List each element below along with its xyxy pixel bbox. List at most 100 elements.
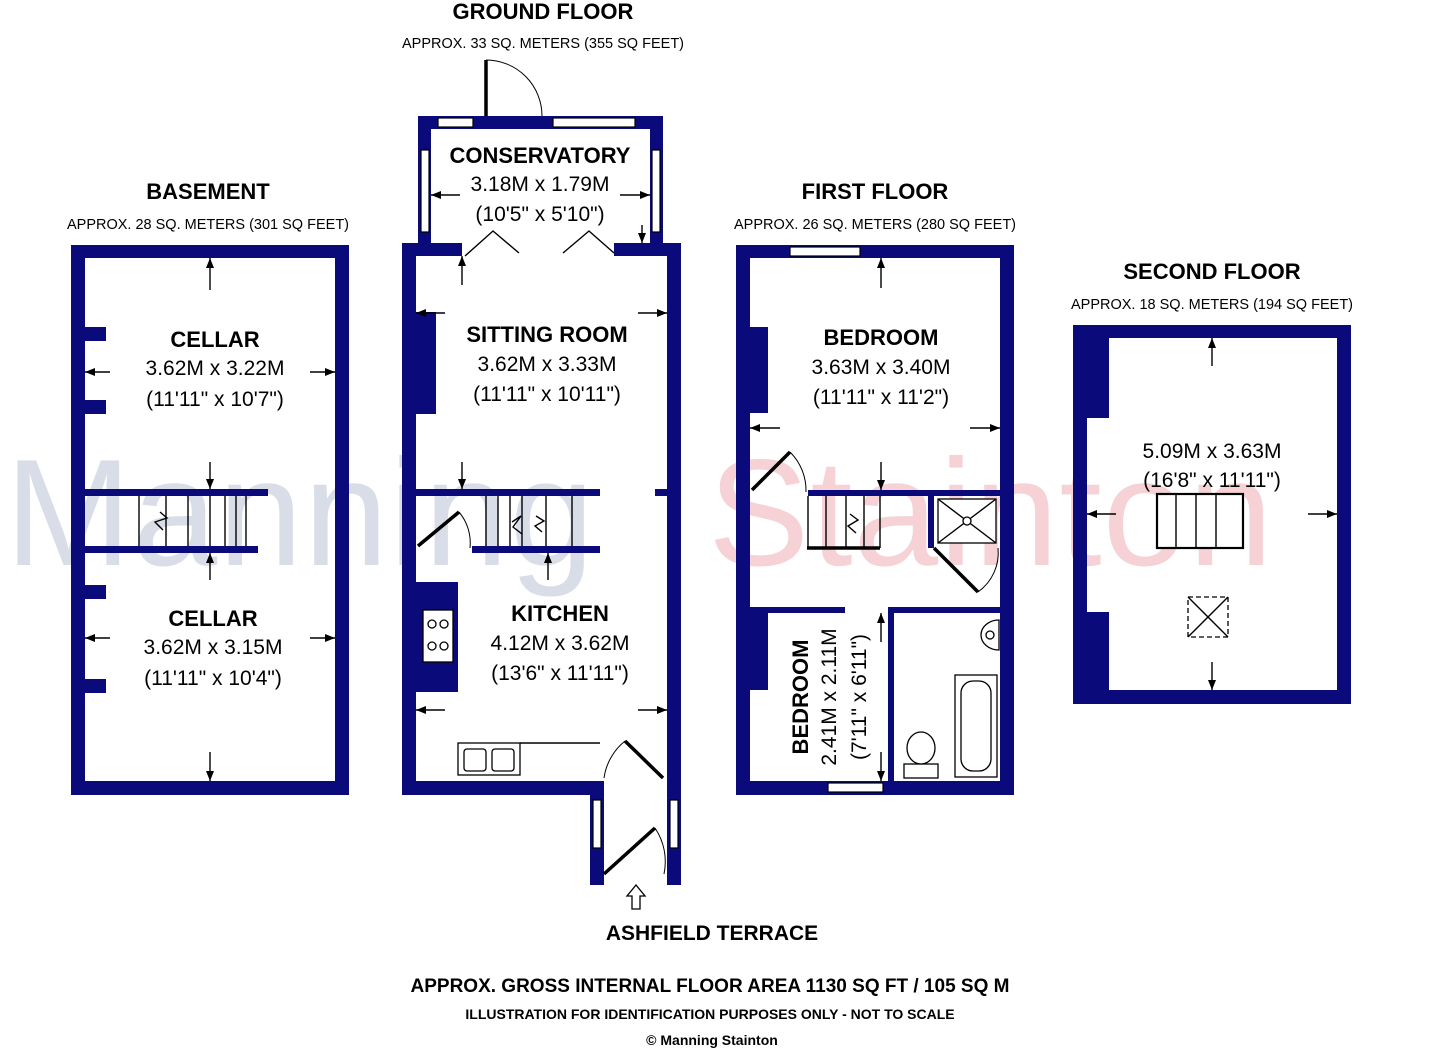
second-floor-approx: APPROX. 18 SQ. METERS (194 SQ FEET)	[1071, 297, 1353, 313]
small-bedroom-window	[827, 782, 884, 793]
basement-wall-left	[71, 245, 85, 795]
ground-wall-left	[402, 243, 416, 795]
first-dimension-arrows	[750, 258, 1000, 781]
kitchen-door-swing	[458, 511, 471, 549]
ground-floor-plan: GROUND FLOOR APPROX. 33 SQ. METERS (355 …	[402, 0, 818, 945]
second-floor-title: SECOND FLOOR	[1123, 259, 1300, 284]
kitchen-name: KITCHEN	[511, 601, 609, 626]
basement-wall-bottom	[71, 781, 349, 795]
second-stairs	[1155, 492, 1245, 550]
shower-tray	[937, 498, 997, 544]
sitting-room-imperial: (11'11" x 10'11")	[473, 383, 621, 406]
attic-metric: 5.09M x 3.63M	[1143, 440, 1282, 463]
cellar-upper-metric: 3.62M x 3.22M	[146, 357, 285, 380]
first-floor-title: FIRST FLOOR	[802, 179, 949, 204]
basement-plan: BASEMENT APPROX. 28 SQ. METERS (301 SQ F…	[67, 179, 349, 795]
bathroom-wall-top	[888, 607, 1000, 613]
street-name: ASHFIELD TERRACE	[606, 922, 818, 945]
bedroom-window	[789, 246, 861, 257]
bathroom-door	[932, 546, 980, 594]
conservatory-window	[437, 117, 474, 128]
small-bedroom-chimney	[750, 612, 768, 690]
first-stairs	[807, 496, 881, 548]
kitchen-imperial: (13'6" x 11'11")	[491, 662, 629, 685]
porch-window	[669, 799, 679, 849]
basement-pier	[85, 679, 106, 693]
skylight-icon	[1187, 596, 1229, 638]
second-wall-bottom	[1073, 690, 1351, 704]
second-floor-plan: SECOND FLOOR APPROX. 18 SQ. METERS (194 …	[1071, 259, 1353, 704]
basement-dimension-arrows	[85, 258, 335, 781]
bedroom-small-imperial: (7'11" x 6'11")	[848, 634, 871, 760]
hob	[422, 609, 454, 663]
second-wall-top	[1073, 325, 1351, 338]
conservatory-window	[420, 149, 430, 233]
attic-imperial: (16'8" x 11'11")	[1143, 469, 1281, 492]
basement-partition-upper	[85, 489, 268, 496]
conservatory-double-door-left	[464, 230, 520, 257]
footer: APPROX. GROSS INTERNAL FLOOR AREA 1130 S…	[411, 976, 1010, 1048]
cellar-lower-imperial: (11'11" x 10'4")	[144, 667, 282, 690]
attic-chimney-lower	[1087, 612, 1109, 690]
ground-stairs	[485, 496, 573, 546]
ground-wall-top	[614, 243, 681, 256]
bedroom-small-metric: 2.41M x 2.11M	[818, 628, 841, 765]
conservatory-double-door-right	[562, 230, 615, 254]
basement-pier	[85, 327, 106, 341]
bathtub	[954, 674, 998, 778]
second-wall-right	[1337, 325, 1351, 704]
disclaimer-text: ILLUSTRATION FOR IDENTIFICATION PURPOSES…	[465, 1006, 954, 1022]
first-wall-left	[736, 245, 750, 795]
sitting-room-chimney	[416, 312, 436, 414]
conservatory-window	[651, 149, 661, 233]
bedroom-main-name: BEDROOM	[824, 325, 939, 350]
sitting-room-metric: 3.62M x 3.33M	[478, 353, 617, 376]
toilet	[903, 731, 939, 779]
ground-partition-upper	[416, 489, 600, 496]
second-wall-left	[1073, 325, 1087, 704]
kitchen-back-door	[623, 739, 665, 780]
ground-wall-top	[402, 243, 462, 256]
bathroom-door-swing	[977, 547, 999, 593]
bedroom-door-swing	[789, 451, 807, 493]
porch-door	[602, 826, 657, 876]
basement-wall-top	[71, 245, 349, 258]
ground-partition-upper	[655, 489, 667, 496]
copyright-text: © Manning Stainton	[646, 1032, 778, 1048]
basement-wall-right	[335, 245, 349, 795]
ground-dimension-arrows	[416, 191, 667, 714]
conservatory-metric: 3.18M x 1.79M	[471, 173, 610, 196]
cellar-upper-name: CELLAR	[170, 327, 259, 352]
conservatory-name: CONSERVATORY	[450, 143, 631, 168]
porch-window	[592, 799, 602, 849]
small-bedroom-wall-top	[750, 607, 845, 613]
gross-area-text: APPROX. GROSS INTERNAL FLOOR AREA 1130 S…	[411, 976, 1010, 997]
basement-stairs	[138, 496, 247, 546]
porch-door-swing	[654, 827, 666, 875]
cellar-lower-name: CELLAR	[168, 606, 257, 631]
ground-floor-title: GROUND FLOOR	[453, 0, 634, 24]
second-dimension-arrows	[1087, 338, 1337, 690]
shower-wall-left	[928, 490, 934, 548]
bedroom-chimney	[750, 327, 768, 413]
ground-floor-approx: APPROX. 33 SQ. METERS (355 SQ FEET)	[402, 36, 684, 52]
basement-partition-lower	[85, 546, 258, 553]
kitchen-metric: 4.12M x 3.62M	[491, 632, 630, 655]
bedroom-main-imperial: (11'11" x 11'2")	[813, 386, 949, 409]
basement-approx: APPROX. 28 SQ. METERS (301 SQ FEET)	[67, 217, 349, 233]
first-wall-top	[736, 245, 1014, 258]
conservatory-door-swing	[485, 59, 543, 117]
bathroom-basin	[980, 619, 1000, 651]
bedroom-main-metric: 3.63M x 3.40M	[812, 356, 951, 379]
kitchen-back-door-swing	[603, 740, 626, 779]
cellar-lower-metric: 3.62M x 3.15M	[144, 636, 283, 659]
basement-pier	[85, 400, 106, 414]
first-landing-wall	[808, 490, 928, 496]
bathroom-wall-left	[888, 607, 894, 783]
ground-wall-right	[667, 243, 681, 795]
basement-title: BASEMENT	[146, 179, 270, 204]
conservatory-window	[552, 117, 636, 128]
bedroom-small-name: BEDROOM	[788, 640, 813, 755]
kitchen-door	[416, 510, 461, 548]
conservatory-imperial: (10'5" x 5'10")	[475, 203, 604, 226]
